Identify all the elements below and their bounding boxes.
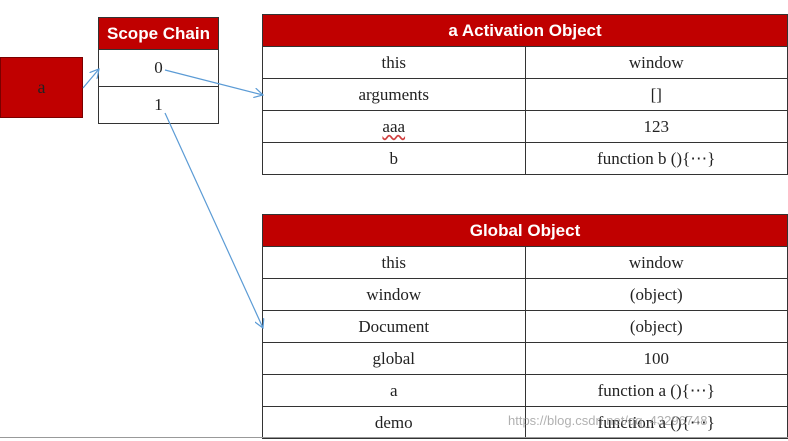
scope-chain-item-1: 1	[154, 95, 163, 114]
arrow-scope1-to-global	[164, 112, 263, 328]
activation-key: this	[262, 46, 526, 79]
global-value: (object)	[524, 278, 788, 311]
global-key: window	[262, 278, 526, 311]
variable-a-label: a	[37, 77, 46, 97]
variable-a-box: a	[0, 57, 83, 118]
activation-key-text: aaa	[382, 116, 406, 136]
activation-value: 123	[524, 110, 788, 143]
activation-object-table: a Activation Object this window argument…	[262, 14, 788, 175]
global-key: this	[262, 246, 526, 279]
table-row: window (object)	[262, 278, 788, 311]
activation-key: aaa	[262, 110, 526, 143]
table-row: a function a (){⋯}	[262, 374, 788, 407]
global-value: (object)	[524, 310, 788, 343]
global-value: 100	[524, 342, 788, 375]
table-row: this window	[262, 246, 788, 279]
global-key: demo	[262, 406, 526, 439]
scope-chain-item-0: 0	[99, 50, 218, 87]
global-key: global	[262, 342, 526, 375]
global-key: a	[262, 374, 526, 407]
activation-object-title: a Activation Object	[262, 14, 788, 47]
table-row: b function b (){⋯}	[262, 142, 788, 175]
global-key: Document	[262, 310, 526, 343]
table-row: aaa 123	[262, 110, 788, 143]
table-row: demo function a (){⋯}	[262, 406, 788, 439]
bottom-divider	[0, 437, 788, 438]
activation-value: []	[524, 78, 788, 111]
global-value: function a (){⋯}	[524, 406, 788, 439]
table-row: global 100	[262, 342, 788, 375]
global-value: window	[524, 246, 788, 279]
activation-key: arguments	[262, 78, 526, 111]
global-object-title: Global Object	[262, 214, 788, 247]
scope-chain-title: Scope Chain	[99, 18, 218, 50]
table-row: this window	[262, 46, 788, 79]
activation-value: function b (){⋯}	[524, 142, 788, 175]
scope-chain-box: Scope Chain 0 1	[98, 17, 219, 124]
arrow-a-to-scope	[82, 69, 99, 89]
activation-key: b	[262, 142, 526, 175]
table-row: arguments []	[262, 78, 788, 111]
table-row: Document (object)	[262, 310, 788, 343]
global-object-table: Global Object this window window (object…	[262, 214, 788, 439]
activation-value: window	[524, 46, 788, 79]
global-value: function a (){⋯}	[524, 374, 788, 407]
